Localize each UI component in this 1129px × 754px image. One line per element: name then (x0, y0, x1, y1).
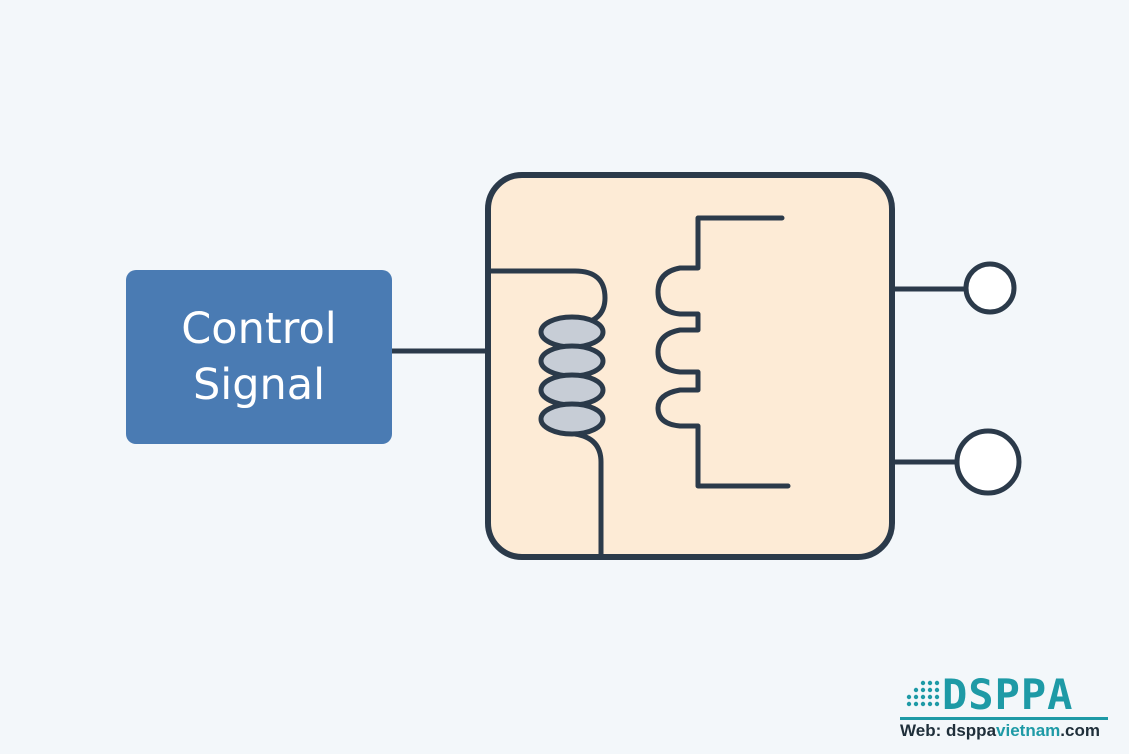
web-prefix: Web: dsppa (900, 721, 997, 740)
logo-brand-text: DSPPA (942, 670, 1074, 719)
brand-logo: DSPPA Web: dsppavietnam.com (900, 673, 1110, 745)
control-label-line1: Control (181, 304, 337, 354)
control-label-line2: Signal (192, 360, 326, 410)
coil-winding (538, 401, 606, 437)
web-accent: vietnam (996, 721, 1061, 740)
coil-winding (538, 343, 606, 379)
switch-contact-icon (655, 215, 791, 489)
logo-web-address: Web: dsppavietnam.com (900, 721, 1110, 741)
coil-bottom-lead (574, 431, 604, 557)
coil-winding (538, 372, 606, 408)
control-signal-box: Control Signal (126, 270, 392, 444)
logo-underline (900, 717, 1108, 720)
terminal-top-icon (963, 261, 1017, 315)
terminal-bottom-icon (954, 428, 1022, 496)
coil-winding (538, 314, 606, 350)
logo-dots-icon (906, 680, 940, 707)
coil-icon (538, 314, 606, 437)
web-suffix: .com (1060, 721, 1100, 740)
